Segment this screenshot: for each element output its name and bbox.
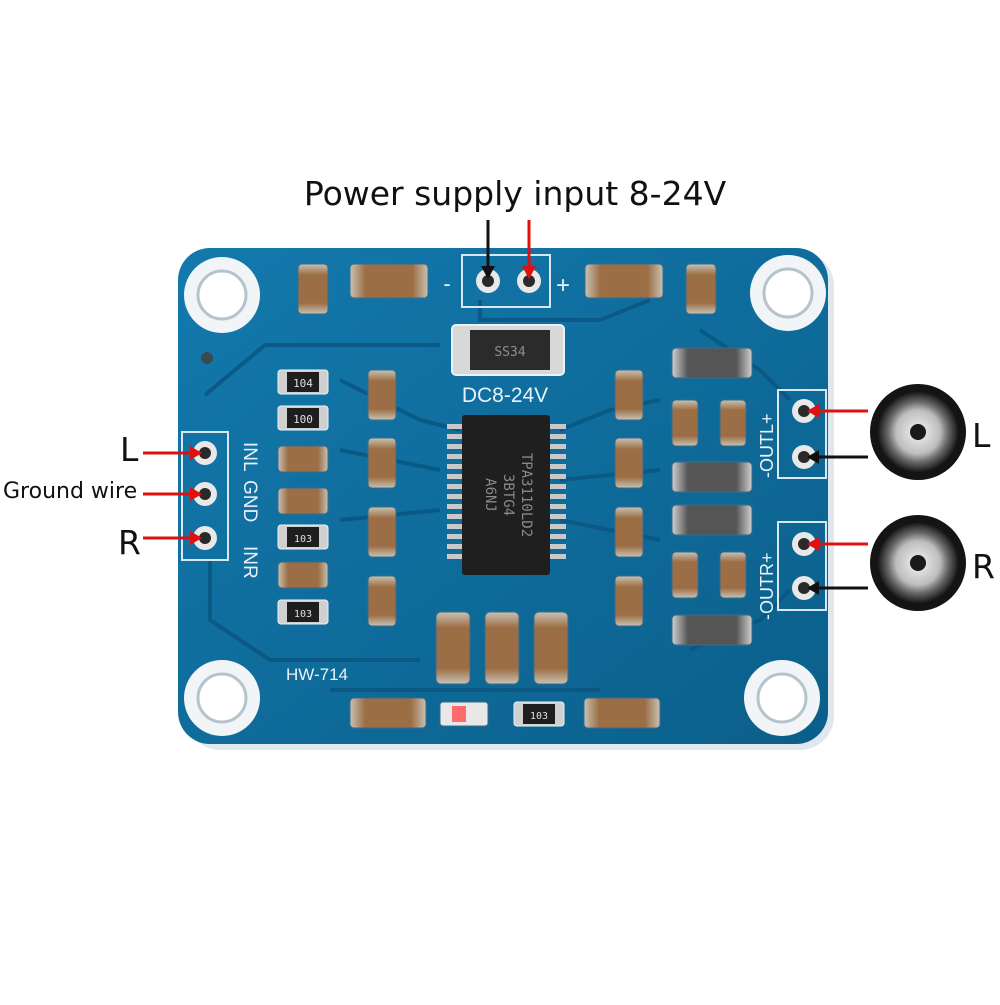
bottom-capacitors: 103	[349, 611, 661, 729]
silk-outr: -OUTR+	[757, 553, 777, 621]
chip-marking-line3: A6NJ	[482, 478, 498, 512]
resistor-marking-2: 100	[293, 413, 313, 426]
model-silkscreen: HW-714	[286, 665, 348, 684]
audio-input-pins	[193, 441, 217, 550]
right-vertical-capacitors	[614, 369, 644, 627]
power-minus-silkscreen: -	[443, 271, 450, 296]
silk-outl: -OUTL+	[757, 413, 777, 478]
silkscreen-outlines	[181, 254, 827, 611]
annotation-arrows	[143, 220, 868, 595]
mounting-holes	[184, 255, 826, 736]
speaker-label-l: L	[972, 416, 991, 455]
ground-wire-label: Ground wire	[3, 479, 138, 504]
silk-gnd: GND	[239, 480, 260, 522]
power-input-pins	[476, 269, 541, 293]
speaker-left-icon	[870, 384, 966, 480]
left-resistor-column: 104 100 103 103	[277, 369, 329, 625]
resistor-marking-1: 104	[293, 377, 313, 390]
silk-inr: INR	[239, 546, 260, 579]
voltage-silkscreen: DC8-24V	[462, 384, 548, 407]
silk-inl: INL	[239, 442, 260, 472]
left-input-label-r: R	[118, 523, 141, 562]
resistor-marking-5: 103	[530, 711, 548, 722]
power-supply-title: Power supply input 8-24V	[303, 174, 727, 213]
output-filter	[671, 347, 753, 646]
amplifier-chip: TPA3110LD2 3BTG4 A6NJ	[447, 415, 566, 575]
speaker-output-pins	[792, 399, 816, 600]
left-input-label-l: L	[120, 430, 139, 469]
chip-marking-line2: 3BTG4	[500, 474, 516, 516]
resistor-marking-4: 103	[294, 609, 312, 620]
resistor-marking-3: 103	[294, 534, 312, 545]
diode-marking: SS34	[494, 345, 525, 360]
power-plus-silkscreen: +	[556, 272, 570, 299]
diode-ss34: SS34	[451, 324, 565, 376]
left-vertical-capacitors	[367, 369, 397, 627]
speaker-right-icon	[870, 515, 966, 611]
speaker-label-r: R	[972, 547, 995, 586]
top-capacitors	[297, 263, 717, 315]
chip-marking-line1: TPA3110LD2	[518, 453, 534, 537]
